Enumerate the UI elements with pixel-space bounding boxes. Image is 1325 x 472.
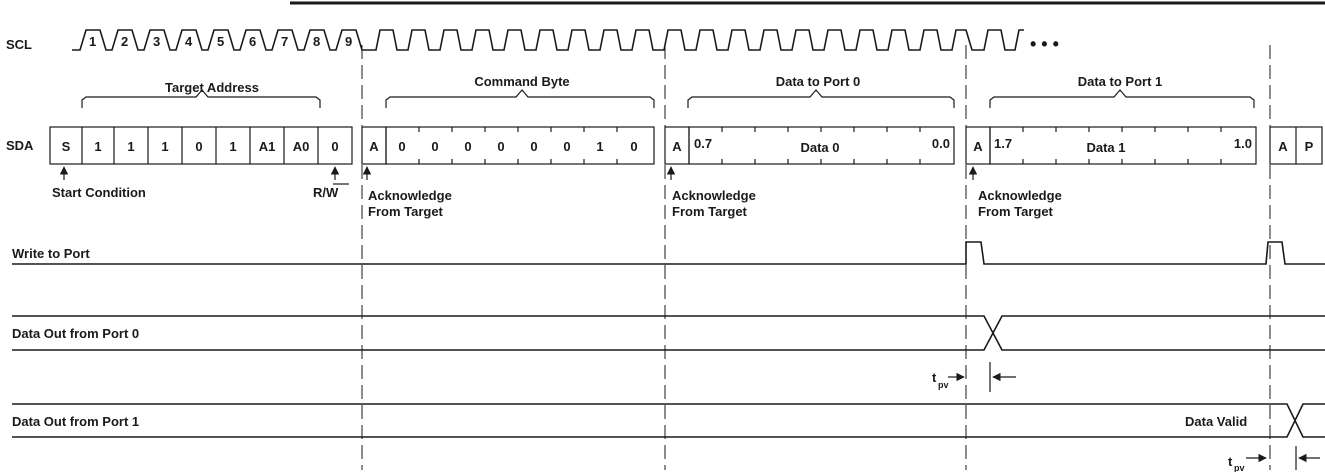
data-out-port1-label: Data Out from Port 1 bbox=[12, 414, 139, 429]
sda-box-data1 bbox=[989, 126, 1257, 165]
scl-pulse-number: 7 bbox=[281, 34, 288, 49]
sda-cell: 0 bbox=[563, 139, 570, 154]
sda-cell: A0 bbox=[293, 139, 310, 154]
data-port1-brace bbox=[989, 89, 1255, 108]
sda-row bbox=[49, 126, 1323, 165]
sda-cell: A bbox=[973, 139, 983, 154]
sda-cell: A bbox=[1278, 139, 1288, 154]
sda-label: SDA bbox=[6, 138, 34, 153]
scl-waveform bbox=[72, 29, 1024, 51]
tpv1-label-sub: pv bbox=[938, 380, 949, 390]
sda-cell: A1 bbox=[259, 139, 276, 154]
write-to-port-label: Write to Port bbox=[12, 246, 90, 261]
braces: Target Address Command Byte Data to Port… bbox=[81, 74, 1255, 108]
scl-pulse-number: 5 bbox=[217, 34, 224, 49]
sda-cell: 0 bbox=[630, 139, 637, 154]
ack1-label-line2: From Target bbox=[368, 204, 444, 219]
scl-label: SCL bbox=[6, 37, 32, 52]
data1-msb: 1.7 bbox=[994, 136, 1012, 151]
tpv2-label-sub: pv bbox=[1234, 463, 1245, 472]
annotation-arrows bbox=[59, 166, 978, 180]
sda-cell: 1 bbox=[161, 139, 168, 154]
scl-pulse-number: 4 bbox=[185, 34, 193, 49]
data0-bit-ticks bbox=[721, 127, 921, 164]
ack2-label-line1: Acknowledge bbox=[672, 188, 756, 203]
scl-pulse-number: 2 bbox=[121, 34, 128, 49]
sda-cell: 0 bbox=[331, 139, 338, 154]
scl-pulse-number: 6 bbox=[249, 34, 256, 49]
target-address-label: Target Address bbox=[165, 80, 259, 95]
data-port0-brace bbox=[687, 89, 955, 108]
sda-cell: 0 bbox=[464, 139, 471, 154]
sda-cell: P bbox=[1305, 139, 1314, 154]
data-out-port0-waveform bbox=[12, 315, 1325, 351]
scl-pulse-number: 8 bbox=[313, 34, 320, 49]
scl-pulse-number: 3 bbox=[153, 34, 160, 49]
ack3-label-line2: From Target bbox=[978, 204, 1054, 219]
sda-cell: 0 bbox=[530, 139, 537, 154]
separator-lines bbox=[361, 45, 1271, 470]
data-field-labels: 0.7 Data 0 0.0 1.7 Data 1 1.0 bbox=[694, 136, 1252, 155]
data0-name: Data 0 bbox=[800, 140, 839, 155]
command-byte-label: Command Byte bbox=[474, 74, 569, 89]
sda-cell: 0 bbox=[497, 139, 504, 154]
sda-box-address bbox=[49, 126, 353, 165]
data0-msb: 0.7 bbox=[694, 136, 712, 151]
tpv2-label: t bbox=[1228, 454, 1233, 469]
data0-lsb: 0.0 bbox=[932, 136, 950, 151]
sda-cell: A bbox=[672, 139, 682, 154]
scl-pulse-number: 9 bbox=[345, 34, 352, 49]
data-port1-label: Data to Port 1 bbox=[1078, 74, 1163, 89]
sda-box-command bbox=[385, 126, 655, 165]
write-to-port-waveform bbox=[12, 241, 1325, 265]
sda-cell: 1 bbox=[94, 139, 101, 154]
target-address-brace bbox=[81, 89, 321, 108]
data-valid-label: Data Valid bbox=[1185, 414, 1247, 429]
ack3-label-line1: Acknowledge bbox=[978, 188, 1062, 203]
sda-cell: A bbox=[369, 139, 379, 154]
scl-pulse-numbers: 1 2 3 4 5 6 7 8 9 bbox=[89, 34, 352, 49]
data-port0-label: Data to Port 0 bbox=[776, 74, 861, 89]
command-byte-brace bbox=[385, 89, 655, 108]
command-bit-ticks bbox=[418, 127, 618, 164]
sda-cell: 0 bbox=[195, 139, 202, 154]
sda-cell: 1 bbox=[596, 139, 603, 154]
ack2-label-line2: From Target bbox=[672, 204, 748, 219]
sda-cell: S bbox=[62, 139, 71, 154]
data1-bit-ticks bbox=[1022, 127, 1222, 164]
ack1-label-line1: Acknowledge bbox=[368, 188, 452, 203]
data1-lsb: 1.0 bbox=[1234, 136, 1252, 151]
data-out-port1-waveform bbox=[12, 403, 1325, 438]
sda-cell: 1 bbox=[229, 139, 236, 154]
sda-cell: 0 bbox=[398, 139, 405, 154]
scl-continuation-dots: • • • bbox=[1030, 34, 1059, 54]
sda-cell: 1 bbox=[127, 139, 134, 154]
rw-label: R/W bbox=[313, 185, 339, 200]
tpv1-label: t bbox=[932, 370, 937, 385]
sda-cells: S 1 1 1 0 1 A1 A0 0 A 0 0 0 0 0 0 1 0 A … bbox=[62, 139, 1314, 154]
scl-pulse-number: 1 bbox=[89, 34, 96, 49]
data1-name: Data 1 bbox=[1086, 140, 1125, 155]
sda-cell: 0 bbox=[431, 139, 438, 154]
start-condition-label: Start Condition bbox=[52, 185, 146, 200]
data-out-port0-label: Data Out from Port 0 bbox=[12, 326, 139, 341]
